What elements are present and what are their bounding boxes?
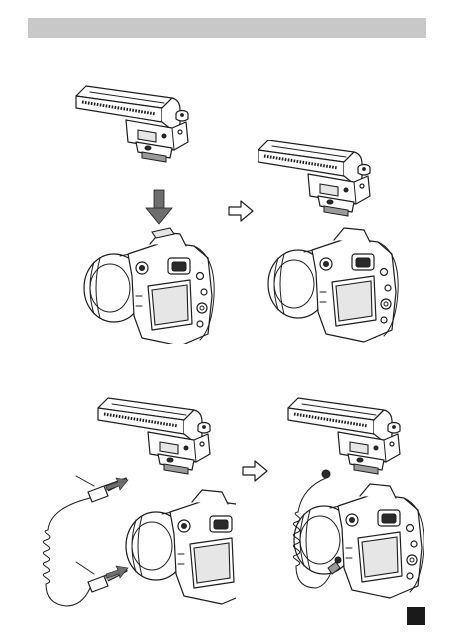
figure-step2-cable bbox=[36, 390, 236, 622]
figure-step2-result bbox=[282, 392, 424, 622]
right-arrow-icon bbox=[228, 200, 254, 222]
microphone-above-camera-icon bbox=[70, 82, 220, 344]
microphone-cable-connect-icon bbox=[36, 390, 236, 622]
arrow-step1 bbox=[228, 200, 254, 222]
down-arrow-icon bbox=[146, 190, 172, 224]
header-bar bbox=[28, 18, 426, 38]
arrow-step2 bbox=[242, 460, 268, 482]
microphone-mounted-on-camera-icon bbox=[258, 140, 408, 350]
figure-step1-attach bbox=[70, 82, 220, 344]
right-arrow-icon bbox=[242, 460, 268, 482]
figure-step1-result bbox=[258, 140, 408, 350]
microphone-cable-connected-icon bbox=[282, 392, 424, 622]
page-marker bbox=[407, 607, 425, 625]
